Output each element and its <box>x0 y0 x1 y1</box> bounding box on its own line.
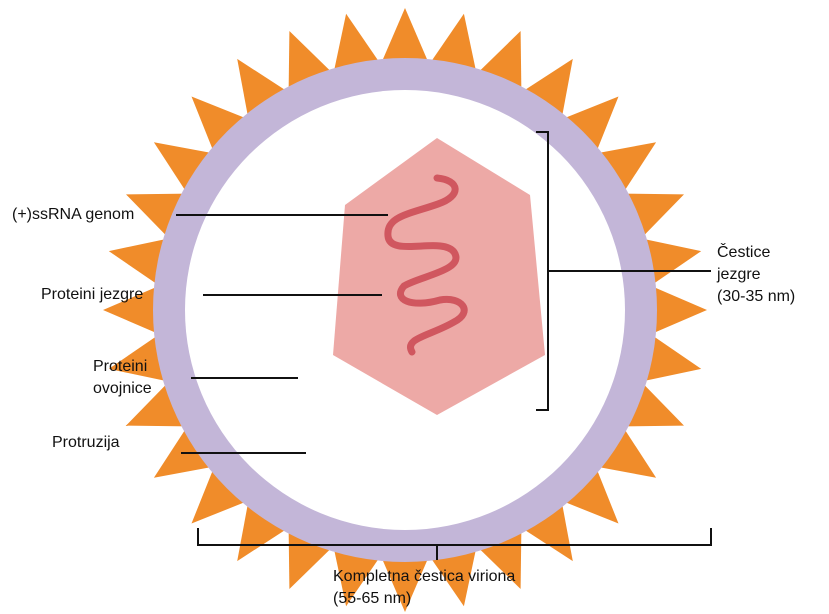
core-proteins-label: Proteini jezgre <box>41 284 143 306</box>
virion-label-line-2: (55-65 nm) <box>333 588 515 610</box>
virion-label: Kompletna čestica viriona (55-65 nm) <box>333 566 515 610</box>
envelope-proteins-label: Proteini ovojnice <box>93 356 152 400</box>
spike-icon <box>650 285 707 334</box>
core-particle-label-line-2: jezgre <box>717 264 795 286</box>
core-particle-label: Čestice jezgre (30-35 nm) <box>717 242 795 308</box>
envelope-proteins-label-line-2: ovojnice <box>93 378 152 400</box>
envelope-proteins-label-line-1: Proteini <box>93 356 152 378</box>
virion-label-line-1: Kompletna čestica viriona <box>333 566 515 588</box>
protrusion-label: Protruzija <box>52 432 120 454</box>
spike-icon <box>380 8 429 65</box>
core-particle-label-line-1: Čestice <box>717 242 795 264</box>
core-particle-label-line-3: (30-35 nm) <box>717 286 795 308</box>
genome-label: (+)ssRNA genom <box>12 204 134 226</box>
